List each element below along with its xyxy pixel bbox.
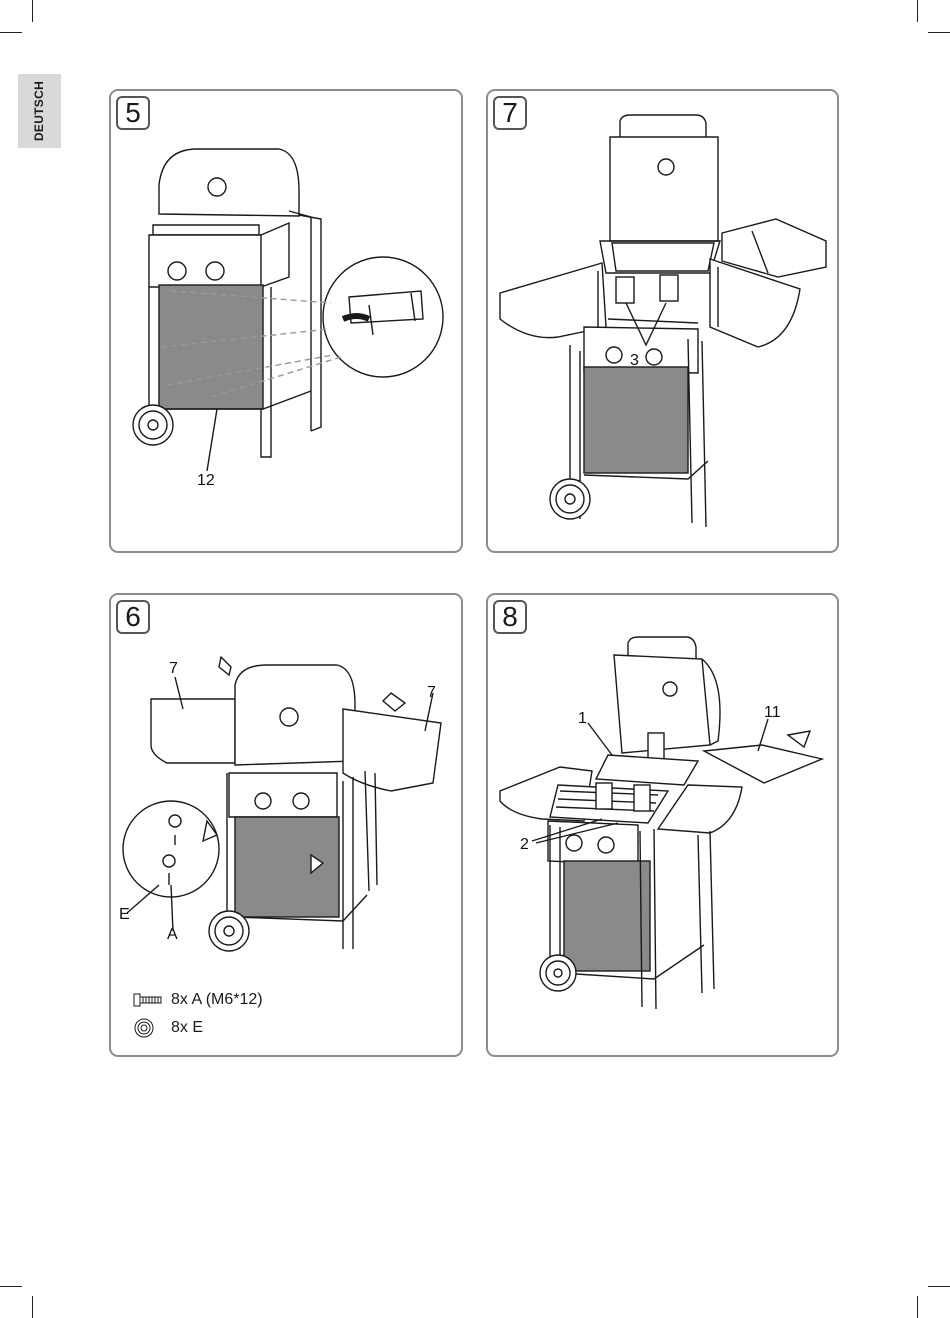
callout-bottom-shelf: 11 <box>764 705 781 721</box>
parts-list-item: 8x E <box>133 1015 263 1041</box>
step-6-panel: 6 7 7 E A 8x A (M6*12) 8x E <box>109 593 463 1057</box>
step-5-panel: 5 12 <box>109 89 463 553</box>
step-8-panel: 8 1 2 11 <box>486 593 839 1057</box>
crop-mark <box>32 1296 33 1318</box>
crop-mark <box>928 1286 950 1287</box>
screw-icon <box>133 989 171 1011</box>
callout-washer: E <box>119 907 130 923</box>
callout-side-panel: 12 <box>197 473 215 489</box>
step-number-badge: 5 <box>116 96 150 130</box>
step-7-illustration <box>488 91 839 553</box>
washer-icon <box>133 1017 171 1039</box>
callout-left-shelf: 7 <box>169 661 178 677</box>
step-8-illustration <box>488 595 839 1057</box>
crop-mark <box>917 1296 918 1318</box>
language-label: DEUTSCH <box>33 81 47 141</box>
crop-mark <box>32 0 33 22</box>
parts-list-item: 8x A (M6*12) <box>133 987 263 1013</box>
callout-cooking-grates: 2 <box>520 837 529 853</box>
step-number-badge: 7 <box>493 96 527 130</box>
crop-mark <box>917 0 918 22</box>
crop-mark <box>928 32 950 33</box>
callout-burner-cover: 3 <box>630 353 639 369</box>
step-5-illustration <box>111 91 463 553</box>
part-description: 8x A (M6*12) <box>171 991 263 1009</box>
crop-mark <box>0 1286 22 1287</box>
step-number-badge: 6 <box>116 600 150 634</box>
callout-screw: A <box>167 927 178 943</box>
step-7-panel: 7 3 <box>486 89 839 553</box>
crop-mark <box>0 32 22 33</box>
part-description: 8x E <box>171 1019 203 1037</box>
step-number-badge: 8 <box>493 600 527 634</box>
parts-list: 8x A (M6*12) 8x E <box>133 987 263 1043</box>
callout-right-shelf: 7 <box>427 685 436 701</box>
callout-warming-rack: 1 <box>578 711 587 727</box>
language-tab: DEUTSCH <box>18 74 61 148</box>
